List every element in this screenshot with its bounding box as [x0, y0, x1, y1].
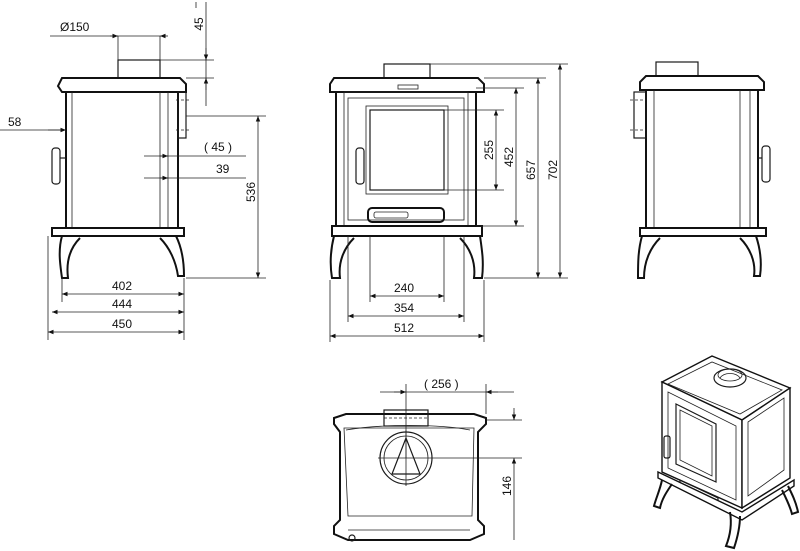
dim-front-354: 354 — [394, 301, 414, 315]
flue-collar — [117, 59, 161, 79]
dim-side-height: 536 — [244, 182, 258, 202]
dim-front-512: 512 — [394, 321, 414, 335]
right-door-handle — [761, 145, 771, 183]
front-leg-left — [329, 235, 355, 279]
dim-top-146: 146 — [500, 476, 514, 496]
right-base — [639, 227, 767, 237]
dim-top-256: ( 256 ) — [424, 377, 459, 391]
dim-front-657: 657 — [524, 160, 538, 180]
base-plate — [51, 227, 185, 237]
top-outline — [333, 413, 487, 541]
side-view-left — [51, 59, 190, 279]
leg-right — [159, 235, 186, 277]
stove-body — [65, 91, 179, 229]
dim-front-702: 702 — [546, 160, 560, 180]
leg-left — [58, 235, 81, 279]
dim-front-255: 255 — [482, 140, 496, 160]
front-door-handle — [355, 147, 365, 185]
right-leg-left — [636, 235, 661, 279]
dim-side-inner-offset-1: ( 45 ) — [204, 140, 232, 154]
right-rear-outlet — [633, 91, 647, 139]
dim-side-top-offset: 45 — [192, 17, 206, 31]
front-flue-collar — [383, 63, 431, 79]
dim-side-offset: 58 — [8, 115, 22, 129]
right-leg-right — [739, 235, 762, 277]
side-view-right — [630, 61, 771, 279]
top-view-dimensions: ( 256 ) 146 — [380, 377, 522, 540]
right-top-plate — [639, 75, 765, 91]
right-body — [645, 89, 759, 229]
front-view — [329, 63, 485, 279]
front-view-dimensions: 255 452 657 702 240 354 512 — [329, 63, 568, 342]
right-flue-collar — [655, 61, 699, 77]
top-plate — [56, 77, 187, 93]
ash-grate — [367, 207, 445, 223]
side-view-dimensions: Ø150 45 58 ( 45 ) 39 536 402 444 — [0, 2, 266, 340]
front-leg-right — [459, 235, 484, 279]
dim-flue-diameter: Ø150 — [60, 20, 90, 34]
iso-base — [657, 470, 795, 521]
dim-side-inner-offset-2: 39 — [216, 162, 230, 176]
rear-outlet — [177, 91, 187, 139]
iso-window — [675, 403, 717, 483]
front-body — [335, 91, 477, 227]
dim-front-240: 240 — [394, 281, 414, 295]
dim-side-width-450: 450 — [112, 317, 132, 331]
glass-window — [369, 109, 445, 191]
dim-front-452: 452 — [502, 147, 516, 167]
dim-side-width-444: 444 — [112, 297, 132, 311]
dim-side-width-402: 402 — [112, 279, 132, 293]
door-handle — [51, 147, 61, 185]
top-view — [333, 409, 487, 542]
isometric-view — [652, 355, 800, 550]
front-top-plate — [329, 77, 485, 93]
front-base — [331, 225, 483, 237]
